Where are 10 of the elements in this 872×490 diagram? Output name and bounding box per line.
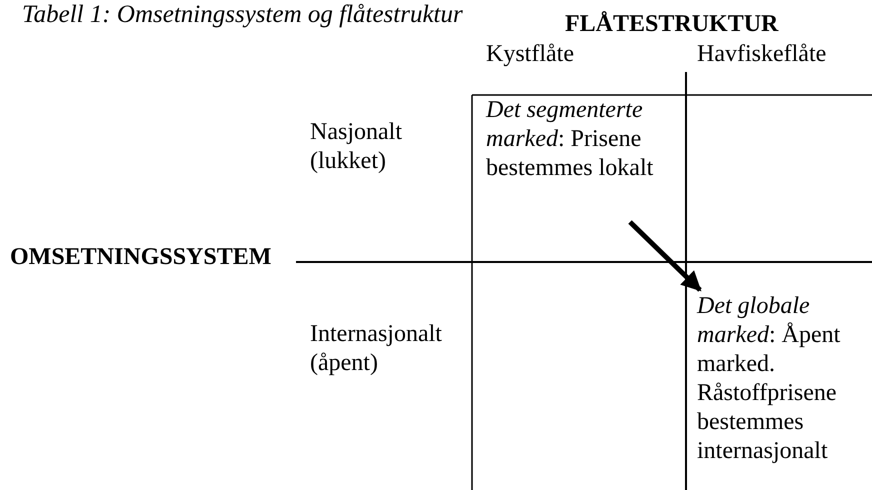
table-title: Tabell 1: Omsetningssystem og flåtestruktur	[22, 0, 463, 30]
row-header: Internasjonalt (åpent)	[310, 320, 443, 378]
row-header: Nasjonalt (lukket)	[310, 118, 403, 176]
column-header: Kystflåte	[486, 40, 574, 69]
column-header: Havfiskeflåte	[697, 40, 826, 69]
cell-text: Det segmenterte marked: Prisene bestemmes lokalt	[486, 96, 678, 222]
cell-text: Det globale marked: Åpent marked. Råstoffprisene bestemmes internasjonalt	[697, 292, 869, 468]
axis-heading: FLÅTESTRUKTUR	[565, 10, 778, 39]
arrow	[628, 220, 702, 292]
axis-heading: OMSETNINGSSYSTEM	[10, 243, 272, 272]
